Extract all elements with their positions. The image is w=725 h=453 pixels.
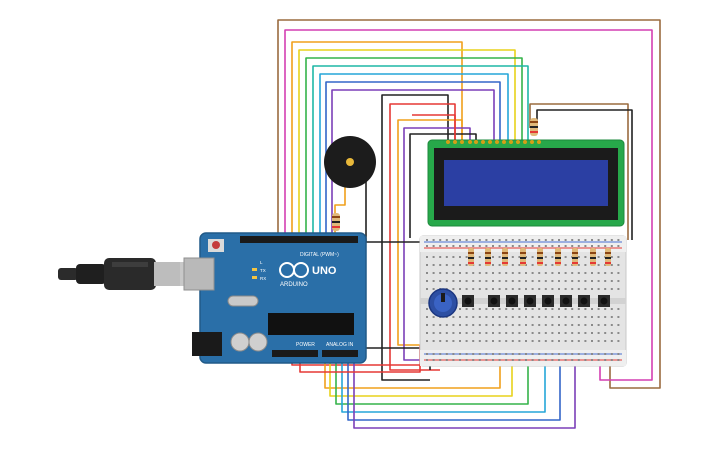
resistor-array xyxy=(468,248,611,266)
wire-red-lcd-2[interactable] xyxy=(412,114,456,140)
resistor-icon[interactable] xyxy=(537,248,543,266)
push-button-icon[interactable] xyxy=(578,295,590,307)
resistor-icon[interactable] xyxy=(468,248,474,266)
rx-label: RX xyxy=(260,276,266,281)
wire-green-top[interactable] xyxy=(305,57,523,240)
resistor-icon[interactable] xyxy=(605,248,611,266)
wire-teal-top[interactable] xyxy=(312,65,529,240)
wire-blue-bottom[interactable] xyxy=(347,340,561,421)
digital-header-label: DIGITAL (PWM~) xyxy=(300,252,339,258)
board-brand: ARDUINO xyxy=(280,282,308,288)
arduino-uno-board[interactable]: UNO ARDUINO DIGITAL (PWM~) POWER ANALOG … xyxy=(183,232,367,364)
resistor-icon[interactable] xyxy=(572,248,578,266)
atmega-chip xyxy=(268,313,354,335)
resistor-icon[interactable] xyxy=(502,248,508,266)
wire-purple-lcd[interactable] xyxy=(403,127,471,361)
wire-black-lcd-1[interactable] xyxy=(381,94,449,381)
wire-yellow-bottom[interactable] xyxy=(329,340,513,397)
potentiometer-icon[interactable] xyxy=(428,288,458,318)
analog-header[interactable] xyxy=(322,350,358,357)
push-button-icon[interactable] xyxy=(462,295,474,307)
push-button-array xyxy=(462,295,610,307)
resistor-icon[interactable] xyxy=(485,248,491,266)
wire-green-bottom[interactable] xyxy=(335,340,529,405)
push-button-icon[interactable] xyxy=(560,295,572,307)
wire-orange-top[interactable] xyxy=(291,41,463,240)
wire-purple-bottom[interactable] xyxy=(353,340,576,429)
board-model: UNO xyxy=(312,265,337,277)
wire-yellow-top[interactable] xyxy=(298,49,516,240)
push-button-icon[interactable] xyxy=(598,295,610,307)
power-jack xyxy=(192,332,222,356)
usb-port xyxy=(183,257,215,291)
breadboard-holes xyxy=(426,239,620,361)
arduino-logo-icon xyxy=(279,262,309,278)
wire-cyan-top[interactable] xyxy=(319,73,509,240)
digital-header[interactable] xyxy=(240,236,358,243)
power-header[interactable] xyxy=(272,350,318,357)
wire-cyan-bottom[interactable] xyxy=(341,340,546,413)
l-label: L xyxy=(260,260,263,265)
resistor-icon[interactable] xyxy=(520,248,526,266)
push-button-icon[interactable] xyxy=(542,295,554,307)
wire-brown-right[interactable] xyxy=(529,103,629,240)
wire-black-lcd-2[interactable] xyxy=(409,133,477,238)
wire-black-buzzer[interactable] xyxy=(365,180,422,243)
lcd-16x2-icon[interactable] xyxy=(427,139,625,227)
resistor-icon[interactable] xyxy=(332,213,340,231)
resistor-icon[interactable] xyxy=(530,118,538,136)
resistor-icon[interactable] xyxy=(555,248,561,266)
lcd-pins xyxy=(446,140,541,144)
wire-brown-outer[interactable] xyxy=(277,19,661,389)
wires xyxy=(277,19,661,429)
capacitor xyxy=(248,332,268,352)
wire-orange-lcd[interactable] xyxy=(397,119,463,346)
analog-header-label: ANALOG IN xyxy=(326,342,354,348)
push-button-icon[interactable] xyxy=(488,295,500,307)
push-button-icon[interactable] xyxy=(524,295,536,307)
tx-label: TX xyxy=(260,268,266,273)
capacitor xyxy=(230,332,250,352)
power-header-label: POWER xyxy=(296,342,315,348)
piezo-buzzer-icon[interactable] xyxy=(324,136,376,188)
breadboard-icon[interactable] xyxy=(419,235,627,367)
wire-magenta[interactable] xyxy=(284,29,653,381)
lcd-screen xyxy=(444,160,608,206)
resistor-icon[interactable] xyxy=(590,248,596,266)
push-button-icon[interactable] xyxy=(506,295,518,307)
